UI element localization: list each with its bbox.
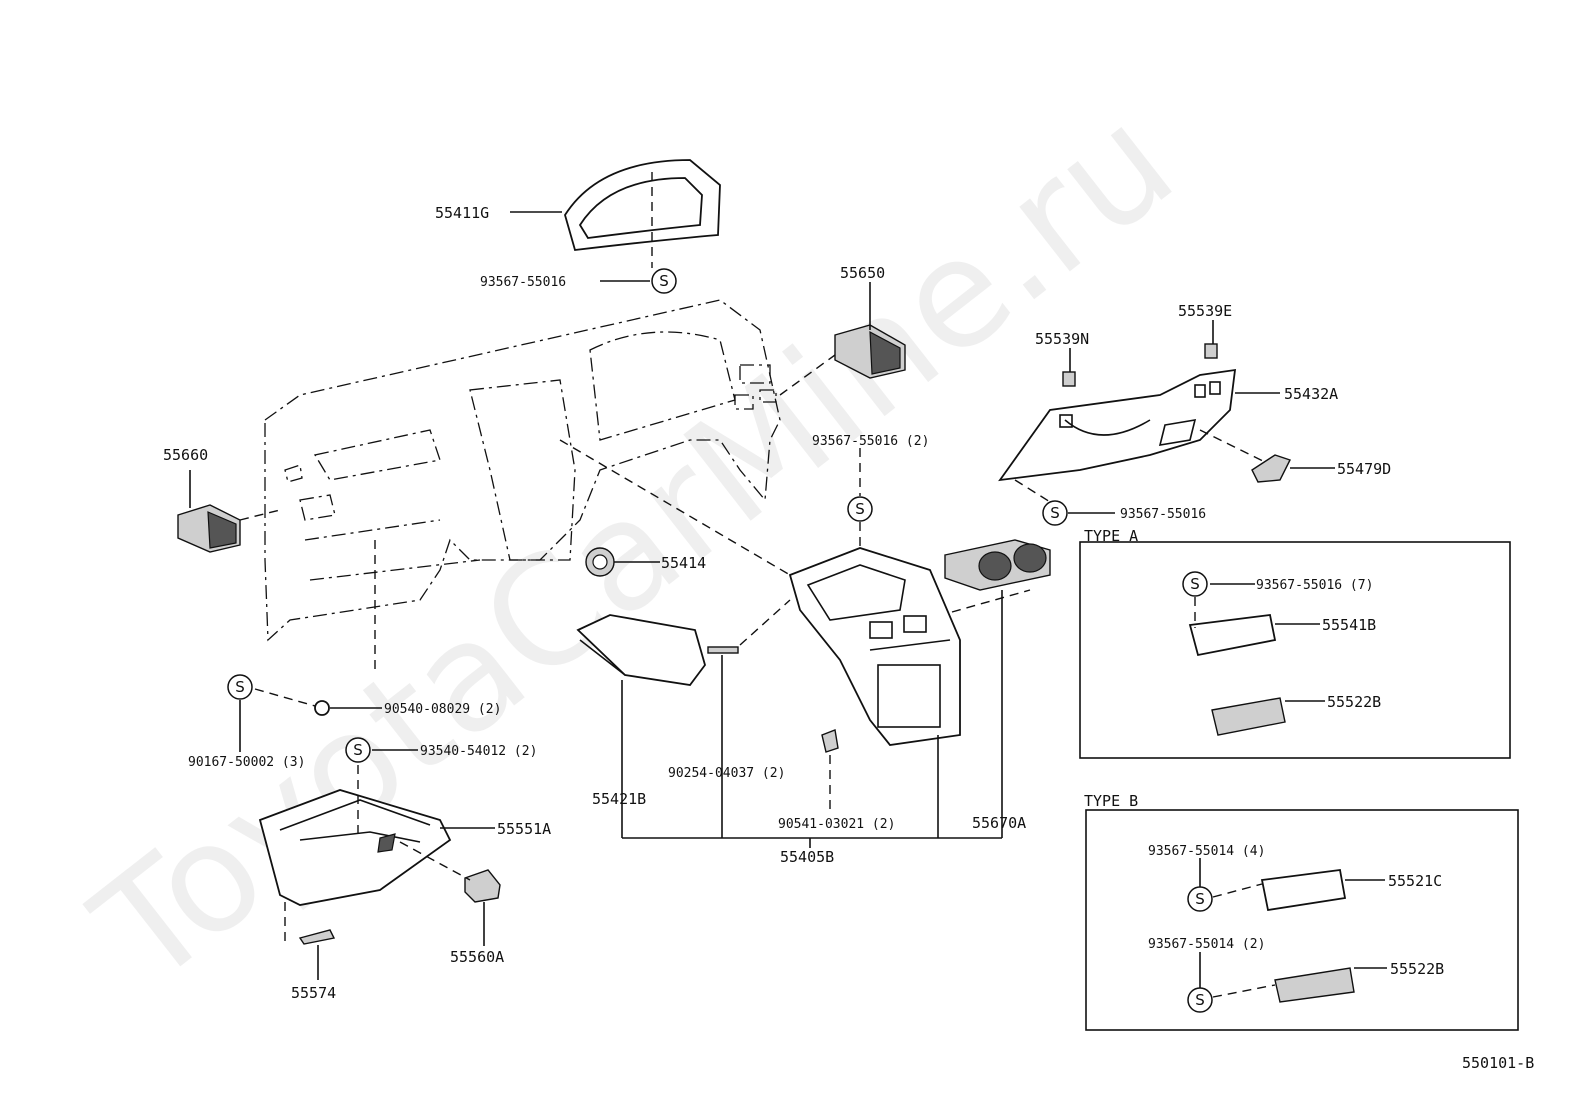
label-55541b[interactable]: 55541B: [1322, 616, 1376, 634]
type-b-heading: TYPE B: [1084, 792, 1138, 810]
screw-symbol-1: S: [651, 268, 677, 294]
cover-55479d-drawing: [1251, 454, 1291, 483]
screw-symbol-8: S: [1187, 987, 1213, 1013]
svg-text:S: S: [1195, 890, 1205, 908]
type-b-box-drawing: [1260, 868, 1355, 1003]
pin-90254-drawing: [707, 646, 739, 654]
label-55522b-type-a[interactable]: 55522B: [1327, 693, 1381, 711]
label-55479d[interactable]: 55479D: [1337, 460, 1391, 478]
svg-text:S: S: [659, 272, 669, 290]
label-55560a[interactable]: 55560A: [450, 948, 504, 966]
label-55650[interactable]: 55650: [840, 264, 885, 282]
label-93567-55016-7[interactable]: 93567-55016 (7): [1256, 578, 1373, 593]
label-55521c[interactable]: 55521C: [1388, 872, 1442, 890]
type-b-frame: [1085, 809, 1519, 1031]
screw-symbol-4: S: [227, 674, 253, 700]
type-a-heading: TYPE A: [1084, 527, 1138, 545]
screw-symbol-5: S: [345, 737, 371, 763]
leader-lines: [189, 172, 1387, 998]
screw-symbol-3: S: [1042, 500, 1068, 526]
screw-symbol-2: S: [847, 496, 873, 522]
diagram-code: 550101-B: [1462, 1054, 1534, 1072]
label-93567-55016-right[interactable]: 93567-55016: [1120, 507, 1206, 522]
label-55670a[interactable]: 55670A: [972, 814, 1026, 832]
svg-text:S: S: [855, 500, 865, 518]
clip-55539e-drawing: [1204, 343, 1218, 359]
label-55405b[interactable]: 55405B: [780, 848, 834, 866]
left-side-vent-drawing: [177, 504, 241, 553]
label-55421b[interactable]: 55421B: [592, 790, 646, 808]
svg-text:S: S: [1195, 991, 1205, 1009]
lock-55560a-drawing: [464, 869, 501, 903]
svg-text:S: S: [1050, 504, 1060, 522]
svg-text:S: S: [353, 741, 363, 759]
svg-text:S: S: [1190, 575, 1200, 593]
label-93567-55014-2[interactable]: 93567-55014 (2): [1148, 937, 1265, 952]
label-90540-08029[interactable]: 90540-08029 (2): [384, 702, 501, 717]
label-90541-03021[interactable]: 90541-03021 (2): [778, 817, 895, 832]
lower-finish-panel-drawing: [998, 368, 1237, 482]
label-55539n[interactable]: 55539N: [1035, 330, 1089, 348]
label-55574[interactable]: 55574: [291, 984, 336, 1002]
label-55660[interactable]: 55660: [163, 446, 208, 464]
label-55432a[interactable]: 55432A: [1284, 385, 1338, 403]
meter-hood-bezel-drawing: [564, 159, 721, 251]
clip-55539n-drawing: [1062, 371, 1076, 387]
label-55414[interactable]: 55414: [661, 554, 706, 572]
label-93567-55016-2[interactable]: 93567-55016 (2): [812, 434, 929, 449]
glove-box-drawing: [258, 789, 452, 906]
damper-55574-drawing: [298, 929, 336, 945]
label-93567-55016-top[interactable]: 93567-55016: [480, 275, 566, 290]
type-a-frame: [1079, 541, 1511, 759]
label-93567-55014-4[interactable]: 93567-55014 (4): [1148, 844, 1265, 859]
screw-symbol-6: S: [1182, 571, 1208, 597]
label-93540-54012[interactable]: 93540-54012 (2): [420, 744, 537, 759]
center-lid-drawing: [576, 614, 706, 686]
label-90254-04037[interactable]: 90254-04037 (2): [668, 766, 785, 781]
label-55411g[interactable]: 55411G: [435, 204, 489, 222]
type-a-box-drawing: [1188, 614, 1286, 736]
label-55551a[interactable]: 55551A: [497, 820, 551, 838]
instrument-panel-drawing: [264, 299, 781, 642]
ring-clip-drawing: [585, 547, 615, 577]
clip-90540-drawing: [314, 700, 330, 716]
screw-90541-drawing: [821, 729, 839, 753]
svg-text:S: S: [235, 678, 245, 696]
label-55539e[interactable]: 55539E: [1178, 302, 1232, 320]
label-55522b-type-b[interactable]: 55522B: [1390, 960, 1444, 978]
center-vent-drawing: [944, 539, 1051, 591]
label-90167-50002[interactable]: 90167-50002 (3): [188, 755, 305, 770]
center-cluster-panel-drawing: [788, 547, 961, 746]
screw-symbol-7: S: [1187, 886, 1213, 912]
